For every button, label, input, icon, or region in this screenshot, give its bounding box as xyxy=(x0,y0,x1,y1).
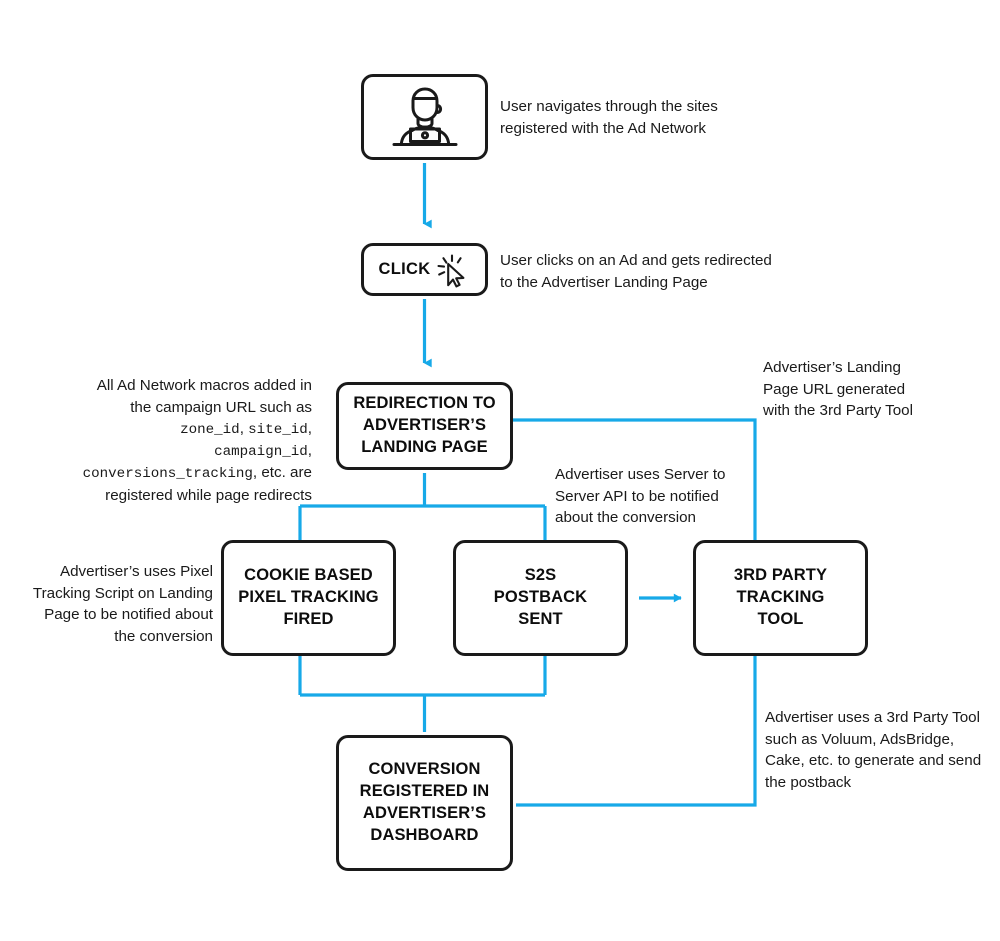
node-cookie-pixel-tracking[interactable]: COOKIE BASED PIXEL TRACKING FIRED xyxy=(221,540,396,656)
connector-thirdparty-to-conversion xyxy=(516,656,757,807)
macros-line-1: All Ad Network macros added in xyxy=(96,377,312,394)
node-label: 3RD PARTY TRACKING TOOL xyxy=(733,566,828,628)
macros-tail: , etc. are xyxy=(252,464,312,482)
mouse-cursor-click-icon xyxy=(437,253,465,287)
annotation-ad-network-macros: All Ad Network macros added in the campai… xyxy=(80,375,312,506)
click-label: CLICK xyxy=(378,260,431,278)
connector-tracking-merge-bus xyxy=(298,656,547,732)
macro-conversions-tracking: conversions_tracking xyxy=(82,466,253,483)
connector-redirect-split-bus xyxy=(298,473,547,540)
node-label: REDIRECTION TO ADVERTISER’S LANDING PAGE xyxy=(353,394,496,456)
macros-sep-2: , xyxy=(307,420,312,438)
macro-site-id: site_id xyxy=(248,422,308,439)
macro-campaign-id: campaign_id xyxy=(214,444,308,461)
macros-line-2: the campaign URL such as xyxy=(130,398,312,416)
node-label: COOKIE BASED PIXEL TRACKING FIRED xyxy=(238,566,379,628)
annotation-landing-page-url: Advertiser’s Landing Page URL generated … xyxy=(763,359,913,420)
node-redirection-to-landing-page[interactable]: REDIRECTION TO ADVERTISER’S LANDING PAGE xyxy=(336,382,513,470)
annotation-server-to-server-api: Advertiser uses Server to Server API to … xyxy=(555,466,726,527)
person-at-laptop-icon xyxy=(392,87,457,146)
annotation-user-clicks: User clicks on an Ad and gets redirected… xyxy=(500,252,772,291)
node-label: S2S POSTBACK SENT xyxy=(493,566,588,628)
macro-zone-id: zone_id xyxy=(180,422,240,439)
node-user-browsing[interactable] xyxy=(361,74,488,160)
macros-sep-1: , xyxy=(239,420,249,438)
node-click[interactable]: CLICK xyxy=(361,243,488,296)
macros-line-5: registered while page redirects xyxy=(105,486,312,504)
node-third-party-tracking-tool[interactable]: 3RD PARTY TRACKING TOOL xyxy=(693,540,868,656)
annotation-third-party-postback: Advertiser uses a 3rd Party Tool such as… xyxy=(765,709,982,791)
node-label: CONVERSION REGISTERED IN ADVERTISER’S DA… xyxy=(359,760,490,844)
macros-sep-3: , xyxy=(307,442,312,460)
node-s2s-postback[interactable]: S2S POSTBACK SENT xyxy=(453,540,628,656)
node-conversion-registered[interactable]: CONVERSION REGISTERED IN ADVERTISER’S DA… xyxy=(336,735,513,871)
annotation-user-navigates: User navigates through the sites registe… xyxy=(500,98,718,137)
annotation-pixel-tracking-script: Advertiser’s uses Pixel Tracking Script … xyxy=(32,563,213,645)
